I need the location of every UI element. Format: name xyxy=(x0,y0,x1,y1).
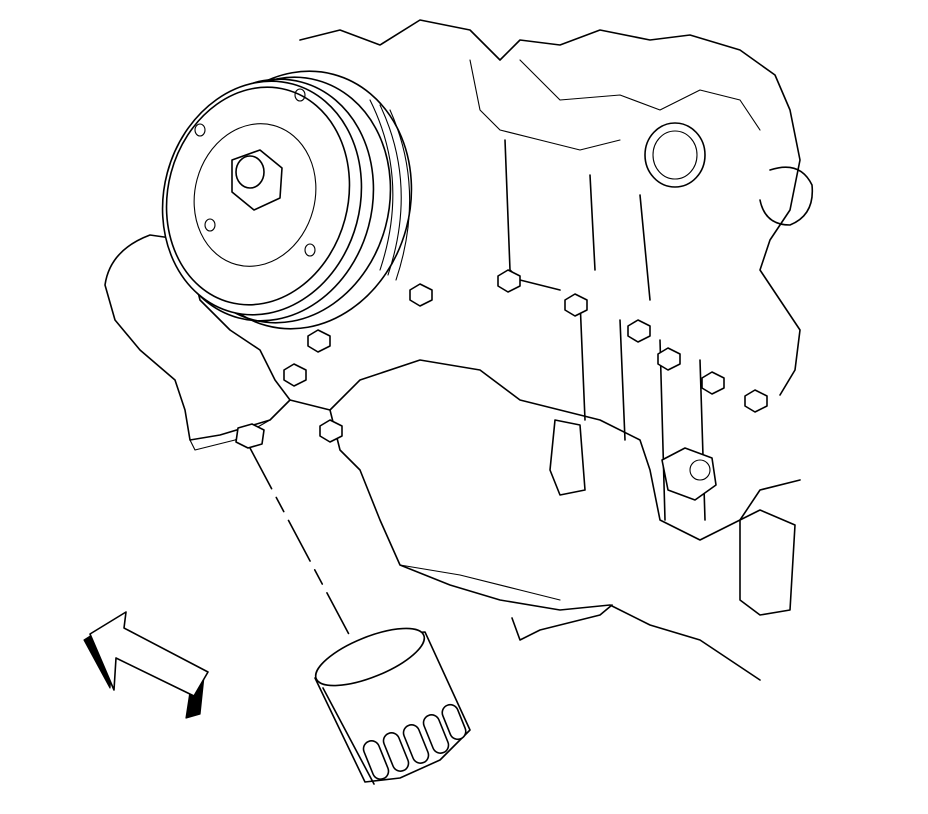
oil-pan-bolt xyxy=(657,347,681,371)
oil-pan-bolt xyxy=(307,329,331,353)
filter-flute xyxy=(362,740,390,780)
oil-pan-bolt xyxy=(319,419,343,443)
oil-pan-bolt xyxy=(497,269,521,293)
oil-pan-bolt xyxy=(409,283,433,307)
arrow-up-left-icon xyxy=(83,611,209,719)
crankshaft-pulley xyxy=(161,70,413,330)
engine-block xyxy=(104,19,814,681)
oil-pan-bolt xyxy=(283,363,307,387)
pulley-bolt xyxy=(194,123,206,137)
filter-flute xyxy=(422,714,450,754)
filter-flute xyxy=(441,703,467,741)
oil-pan-bolt xyxy=(627,319,651,343)
filter-flute xyxy=(402,724,430,764)
pulley-bolt xyxy=(304,243,316,257)
oil-pan-bolt xyxy=(744,389,768,413)
oil-pan-bolt xyxy=(564,293,588,317)
oil-pan-bolts xyxy=(283,269,768,443)
oil-pan-bolt xyxy=(701,371,725,395)
oil-filter xyxy=(314,627,471,785)
pulley-bolt xyxy=(294,88,306,102)
oil-filter-adapter xyxy=(235,423,353,641)
filter-flute xyxy=(382,732,410,772)
pulley-bolt xyxy=(204,218,216,232)
